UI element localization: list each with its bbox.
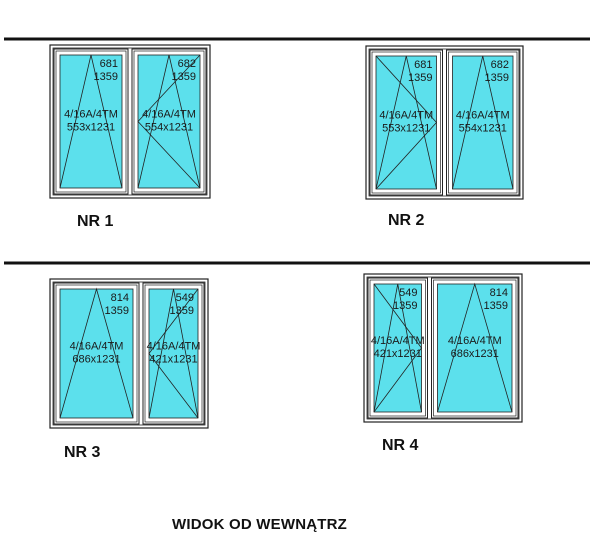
glass-spec-label: 4/16A/4TM	[64, 109, 118, 121]
sash-frame-inner	[55, 284, 138, 423]
sash-height-label: 1359	[172, 71, 196, 83]
glass-size-label: 686x1231	[451, 348, 499, 360]
sash-width-label: 549	[399, 287, 417, 299]
window-label-1: NR 1	[77, 213, 114, 230]
sash-height-label: 1359	[170, 305, 194, 317]
glass-pane	[137, 54, 201, 189]
glass-pane	[148, 288, 199, 419]
glass-size-label: 553x1231	[67, 122, 115, 134]
windows-layer: 68113594/16A/4TM553x123168213594/16A/4TM…	[49, 44, 524, 429]
glass-size-label: 686x1231	[72, 354, 120, 366]
window-4: 54913594/16A/4TM421x123181413594/16A/4TM…	[363, 273, 523, 423]
glass-size-label: 421x1231	[374, 348, 422, 360]
sash-width-label: 814	[111, 292, 129, 304]
window-3: 81413594/16A/4TM686x123154913594/16A/4TM…	[49, 278, 209, 429]
glass-pane	[375, 55, 437, 190]
sash-width-label: 682	[491, 59, 509, 71]
glass-size-label: 554x1231	[145, 122, 193, 134]
sash-height-label: 1359	[94, 71, 118, 83]
sash-height-label: 1359	[105, 305, 129, 317]
window-label-3: NR 3	[64, 444, 101, 461]
tilt-indicator	[437, 282, 513, 413]
glass-pane	[59, 54, 123, 189]
sash-frame-inner	[433, 279, 517, 417]
window-2: 68113594/16A/4TM553x123168213594/16A/4TM…	[365, 45, 524, 200]
glass-spec-label: 4/16A/4TM	[371, 335, 425, 347]
window-frame-inner	[52, 47, 208, 196]
tilt-indicator	[373, 283, 422, 413]
sash-height-label: 1359	[393, 300, 417, 312]
sash-width-label: 681	[414, 59, 432, 71]
sash-width-label: 681	[100, 58, 118, 70]
tilt-indicator	[375, 55, 437, 190]
tilt-indicator	[148, 288, 199, 419]
glass-size-label: 553x1231	[382, 123, 430, 135]
tilt-indicator	[137, 54, 201, 189]
glass-spec-label: 4/16A/4TM	[448, 335, 502, 347]
tilt-indicator	[452, 55, 514, 190]
sash-height-label: 1359	[408, 72, 432, 84]
window-label-2: NR 2	[388, 212, 425, 229]
window-1: 68113594/16A/4TM553x123168213594/16A/4TM…	[49, 44, 211, 199]
window-frame-inner	[52, 281, 206, 426]
turn-indicator	[375, 55, 438, 190]
tilt-indicator	[59, 287, 134, 419]
sash-width-label: 682	[178, 58, 196, 70]
sash-frame-inner	[55, 50, 127, 193]
sash-frame-inner	[371, 51, 441, 194]
window-frame-inner	[368, 48, 521, 197]
sash-frame-inner	[144, 284, 203, 423]
sash-width-label: 549	[176, 292, 194, 304]
glass-pane	[452, 55, 514, 190]
sash-height-label: 1359	[484, 300, 508, 312]
sash-frame-inner	[133, 50, 205, 193]
turn-indicator	[373, 283, 422, 413]
view-caption: WIDOK OD WEWNĄTRZ	[172, 516, 348, 533]
glass-spec-label: 4/16A/4TM	[70, 341, 124, 353]
window-label-4: NR 4	[382, 437, 419, 454]
sash-height-label: 1359	[485, 72, 509, 84]
glass-size-label: 421x1231	[149, 354, 197, 366]
tilt-indicator	[59, 54, 123, 189]
window-frame-inner	[366, 276, 520, 420]
glass-spec-label: 4/16A/4TM	[379, 110, 433, 122]
glass-spec-label: 4/16A/4TM	[147, 341, 201, 353]
sash-width-label: 814	[490, 287, 508, 299]
glass-spec-label: 4/16A/4TM	[456, 110, 510, 122]
glass-spec-label: 4/16A/4TM	[142, 109, 196, 121]
glass-pane	[437, 283, 513, 413]
glass-size-label: 554x1231	[459, 123, 507, 135]
turn-indicator	[148, 288, 199, 419]
sash-frame-inner	[448, 51, 518, 194]
turn-indicator	[137, 54, 201, 189]
sash-frame-inner	[369, 279, 426, 417]
